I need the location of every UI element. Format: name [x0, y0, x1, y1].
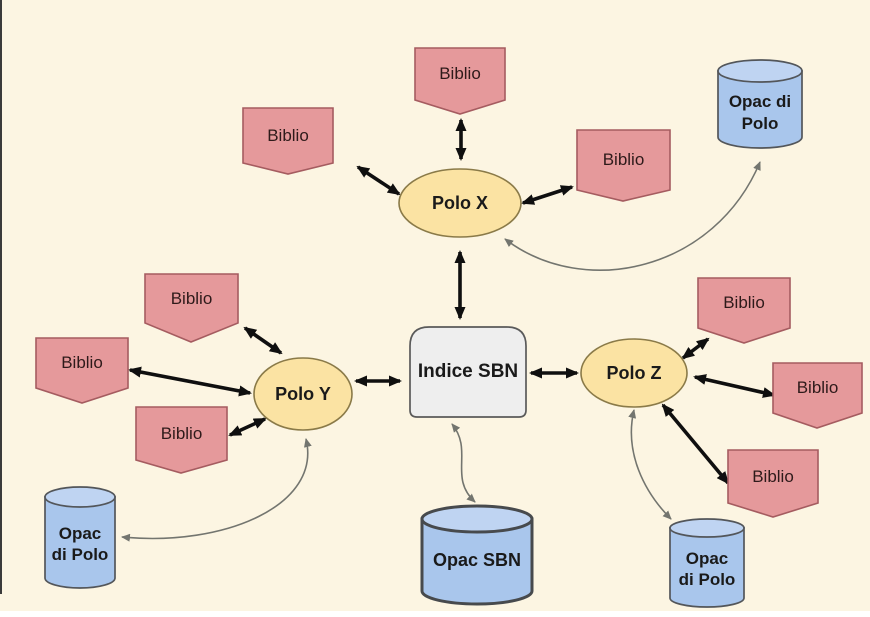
left-edge-line [0, 0, 2, 594]
biblio-node-topleft [242, 107, 334, 175]
polo-z-node [580, 338, 688, 408]
polo-x-node [398, 168, 522, 238]
opac-di-polo-bottom-right-node [669, 518, 745, 608]
polo-y-node [253, 357, 353, 431]
biblio-node-z-right [772, 362, 863, 429]
cylinder-body [420, 517, 534, 606]
arrow-polo-z-biblio-lower [661, 403, 730, 485]
cylinder-body [44, 496, 116, 589]
opac-di-polo-bottom-left-node [44, 486, 116, 589]
curve-indice-opac-sbn [451, 423, 476, 503]
arrow-biblio-topleft-polo-x [356, 165, 401, 196]
bottom-white-strip [0, 611, 870, 617]
arrow-biblio-lower-polo-y [228, 417, 267, 437]
cylinder-top [44, 486, 116, 508]
cylinder-top [420, 504, 534, 534]
biblio-node-topright [576, 129, 671, 202]
cylinder-top [717, 59, 803, 83]
biblio-node-z-lower [727, 449, 819, 518]
arrow-biblio-upper-polo-y [243, 326, 283, 355]
arrow-biblio-left-polo-y [128, 366, 252, 397]
cylinder-top [669, 518, 745, 538]
opac-sbn-node [420, 504, 534, 606]
arrow-polo-z-biblio-upper [681, 337, 710, 360]
curve-polo-x-opac-top-right [504, 161, 761, 271]
arrow-polo-z-biblio-right [693, 374, 776, 398]
opac-di-polo-top-right-node [717, 59, 803, 149]
biblio-node-top [414, 47, 506, 115]
biblio-node-y-left [35, 337, 129, 404]
curve-polo-z-opac-bottom-right [628, 409, 672, 520]
biblio-node-z-upper [697, 277, 791, 344]
biblio-node-y-lower [135, 406, 228, 474]
indice-sbn-node [409, 326, 527, 418]
cylinder-body [669, 527, 745, 608]
curve-polo-y-opac-bottom-left [121, 438, 312, 542]
biblio-node-y-upper [144, 273, 239, 343]
cylinder-body [717, 70, 803, 149]
arrow-biblio-right-polo-x [521, 185, 574, 205]
